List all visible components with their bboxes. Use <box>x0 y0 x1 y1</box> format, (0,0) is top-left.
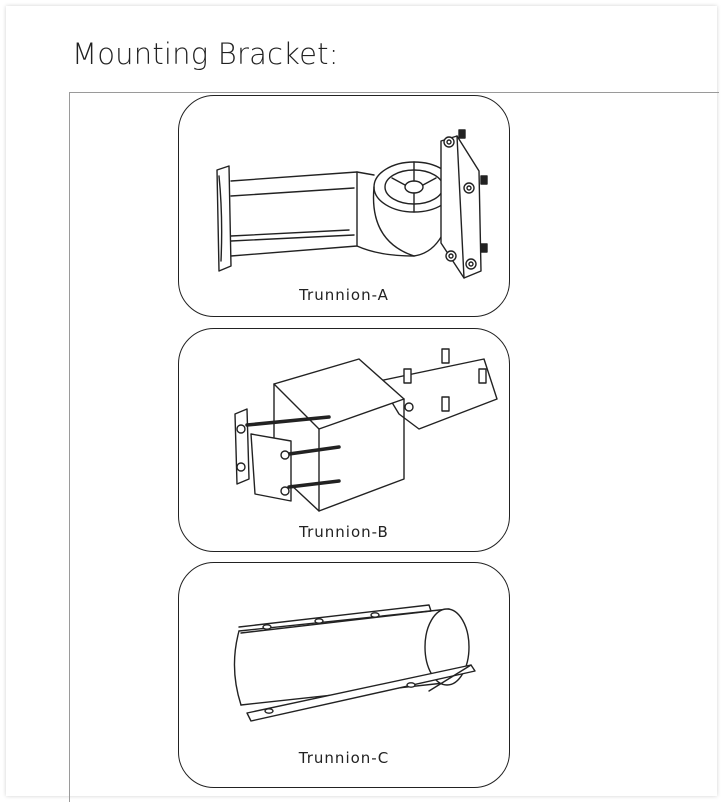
bracket-caption: Trunnion-B <box>299 523 389 541</box>
section-margin-line <box>69 92 70 802</box>
bracket-card-trunnion-b: Trunnion-B <box>178 328 510 552</box>
bracket-caption: Trunnion-C <box>298 749 390 767</box>
trunnion-a-drawing <box>216 129 488 279</box>
page-title: Mounting Bracket: <box>72 37 339 71</box>
trunnion-b-drawing <box>234 348 498 512</box>
bracket-card-trunnion-a: Trunnion-A <box>178 95 510 317</box>
section-divider <box>69 92 719 93</box>
trunnion-c-drawing <box>233 604 476 722</box>
document-page: Mounting Bracket: <box>6 6 719 802</box>
bracket-caption: Trunnion-A <box>299 286 389 304</box>
bracket-card-trunnion-c: Trunnion-C <box>178 562 510 788</box>
